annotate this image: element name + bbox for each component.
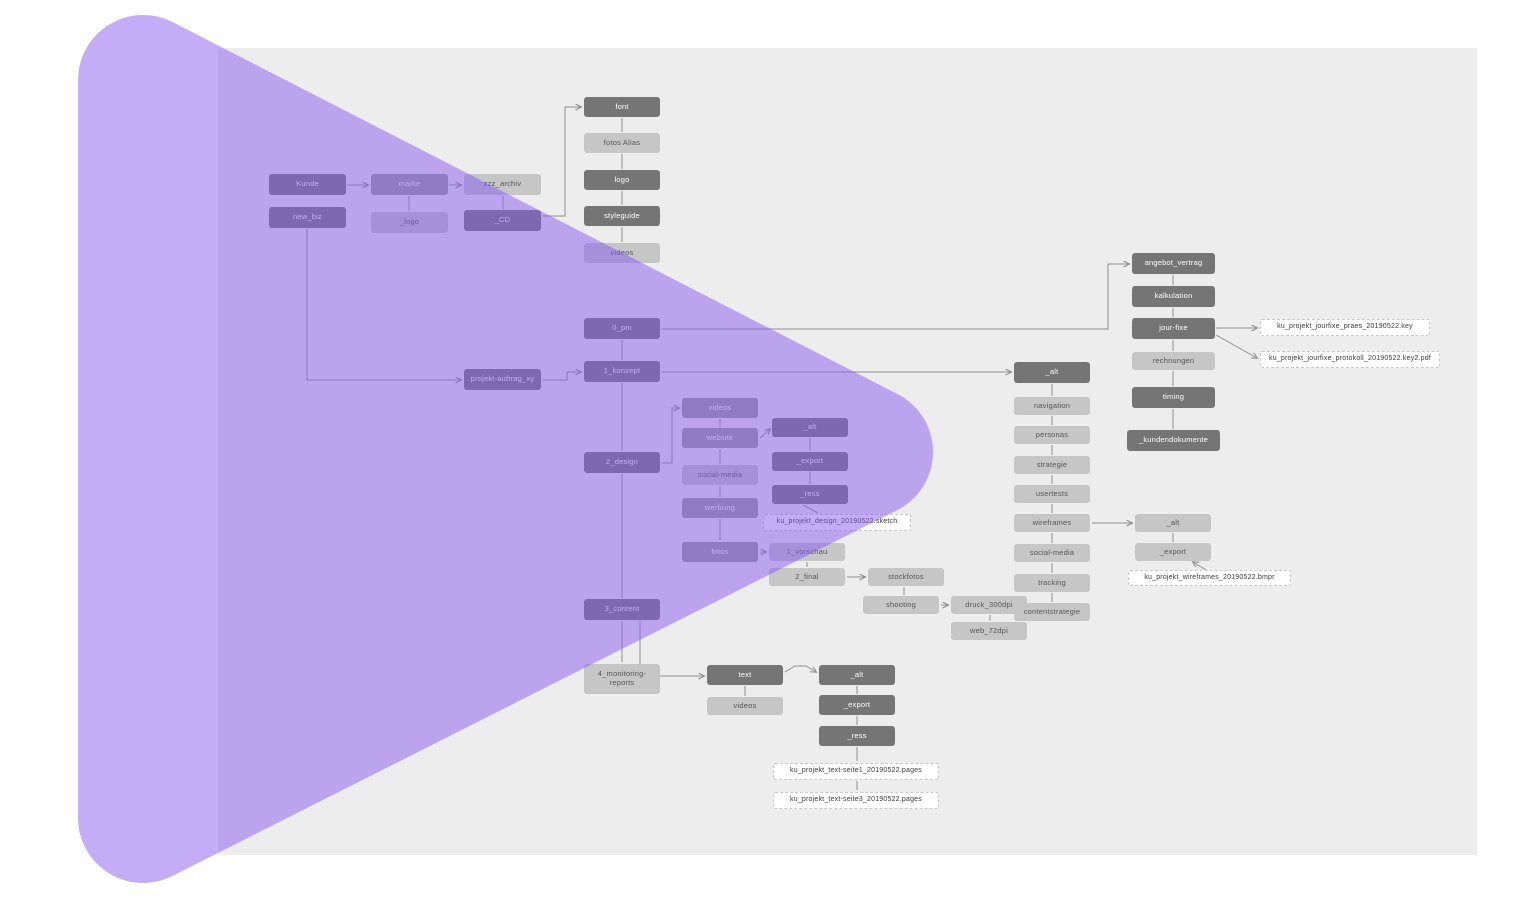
folder-node-alt_wf: _alt [1135,514,1211,532]
file-note-note_protokoll: ku_projekt_jourfixe_protokoll_20190522.k… [1260,351,1440,368]
folder-node-angebot: angebot_vertrag [1132,253,1215,274]
folder-node-kalkulation: kalkulation [1132,286,1215,307]
folder-node-ress_text: _ress [819,726,895,746]
folder-node-personas: personas [1014,426,1090,444]
folder-node-logo: logo [584,170,660,190]
folder-node-web72: web_72dpi [951,622,1027,640]
folder-node-styleguide: styleguide [584,206,660,226]
folder-node-usertests: usertests [1014,485,1090,503]
folder-node-final2: 2_final [769,568,845,586]
folder-node-druck300: druck_300dpi [951,596,1027,614]
folder-node-rechnungen: rechnungen [1132,352,1215,370]
folder-node-strategie: strategie [1014,456,1090,474]
folder-node-export_text: _export [819,695,895,715]
folder-node-videos_t: videos [707,697,783,715]
folder-node-tracking: tracking [1014,574,1090,592]
folder-node-shooting: shooting [863,596,939,614]
file-note-note_bmpr: ku_projekt_wireframes_20190522.bmpr [1128,570,1291,586]
folder-node-alt_text: _alt [819,665,895,685]
folder-node-timing: timing [1132,387,1215,408]
folder-node-text: text [707,665,783,685]
folder-node-export_wf: _export [1135,543,1211,561]
folder-node-navigation: navigation [1014,397,1090,415]
folder-node-font: font [584,97,660,117]
folder-node-fotos_alias: fotos Alias [584,133,660,153]
folder-node-kundendok: _kundendokumente [1127,430,1220,451]
folder-node-wireframes: wireframes [1014,514,1090,532]
play-triangle-overlay-icon[interactable] [78,15,933,883]
file-note-note_seite1: ku_projekt_text-seite1_20190522.pages [773,763,939,780]
folder-node-social_media_k: social-media [1014,544,1090,562]
folder-node-stockfotos: stockfotos [868,568,944,586]
folder-node-contentstrategie: contentstrategie [1014,603,1090,621]
folder-node-alt_konzept: _alt [1014,362,1090,383]
file-note-note_seite2: ku_projekt_text-seite3_20190522.pages [773,792,939,809]
file-note-note_praes: ku_projekt_jourfixe_praes_20190522.key [1260,319,1430,336]
folder-node-jourfixe: jour-fixe [1132,318,1215,339]
